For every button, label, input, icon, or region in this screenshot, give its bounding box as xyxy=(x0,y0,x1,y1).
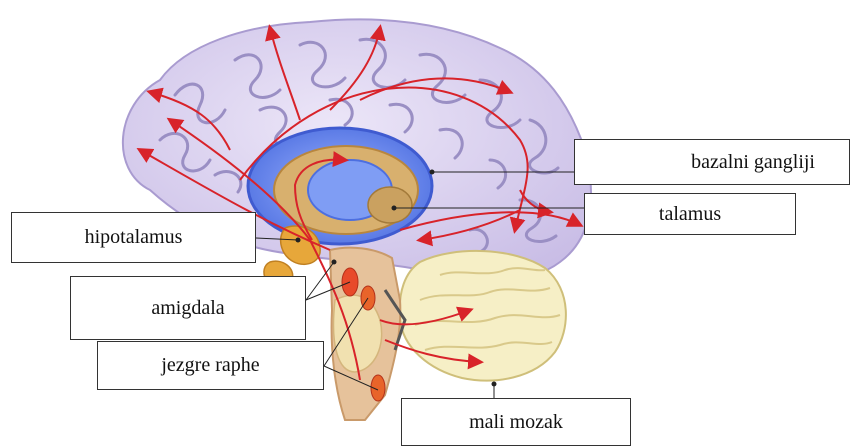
label-hipotalamus: hipotalamus xyxy=(11,212,256,263)
label-jezgre-raphe-text: jezgre raphe xyxy=(161,354,259,377)
label-hipotalamus-text: hipotalamus xyxy=(85,226,183,249)
label-mali-mozak: mali mozak xyxy=(401,398,631,446)
label-bazalni-gangliji-text: bazalni gangliji xyxy=(691,151,815,174)
label-amigdala: amigdala xyxy=(70,276,306,340)
label-talamus: talamus xyxy=(584,193,796,235)
label-mali-mozak-text: mali mozak xyxy=(469,411,563,434)
label-bazalni-gangliji: bazalni gangliji xyxy=(574,139,850,185)
label-jezgre-raphe: jezgre raphe xyxy=(97,341,324,390)
label-talamus-text: talamus xyxy=(659,203,721,226)
label-amigdala-text: amigdala xyxy=(151,297,224,320)
thalamus-core xyxy=(368,187,412,223)
